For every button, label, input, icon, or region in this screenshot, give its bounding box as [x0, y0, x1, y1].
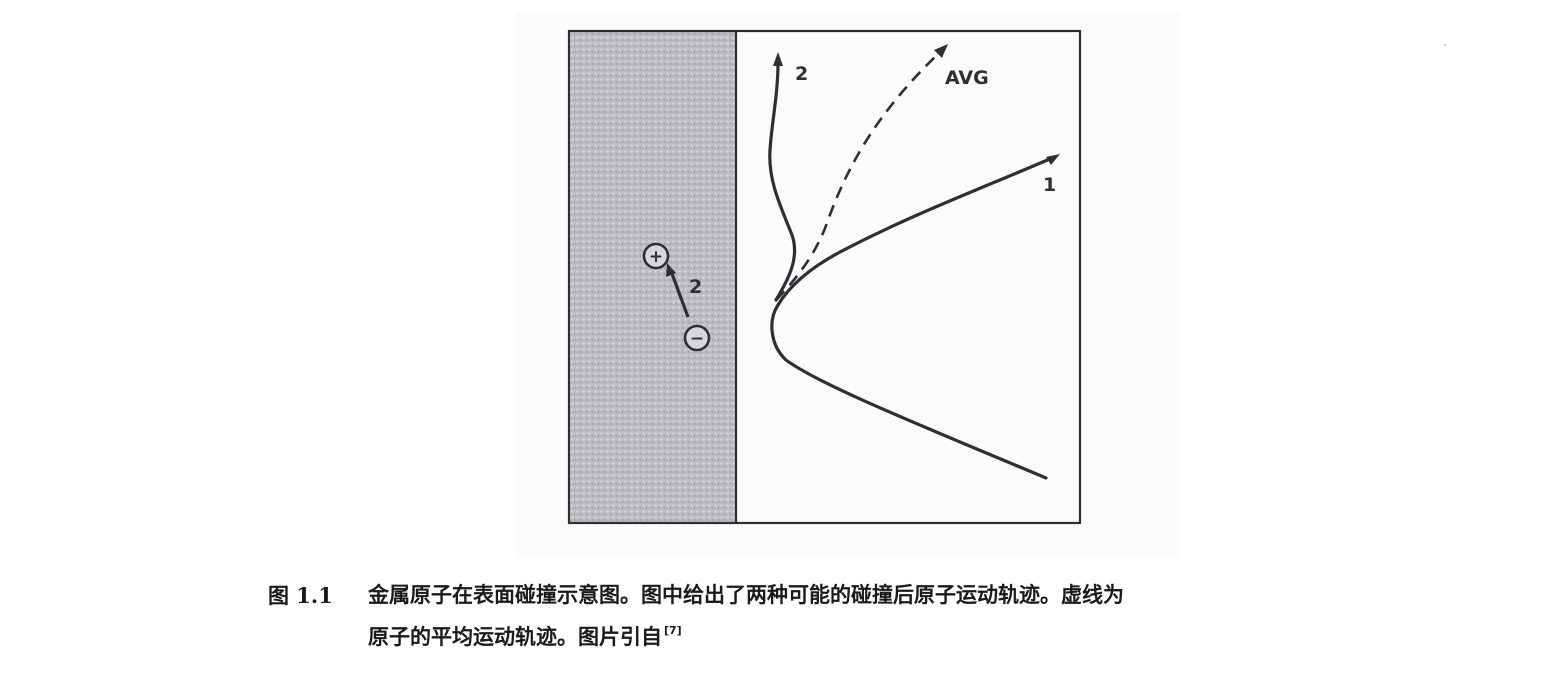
- dipole-axis: [669, 270, 690, 318]
- average-trajectory-arrowhead: [934, 44, 948, 58]
- trajectory-1-arrowhead: [1046, 154, 1060, 165]
- caption-text-line-1: 金属原子在表面碰撞示意图。图中给出了两种可能的碰撞后原子运动轨迹。虚线为: [368, 583, 1124, 607]
- incoming-trajectory: [770, 303, 1048, 480]
- trajectory-2-label: 2: [795, 63, 808, 85]
- positive-charge-symbol: +: [649, 247, 663, 267]
- average-trajectory: [775, 51, 941, 301]
- diagram-frame: [567, 29, 1082, 525]
- trajectory-1: [776, 156, 1054, 307]
- negative-charge-icon: [683, 324, 711, 352]
- positive-charge-icon: [642, 242, 670, 270]
- caption-text-line-2: 原子的平均运动轨迹。图片引自[7]: [368, 624, 682, 649]
- dipole-label: 2: [689, 276, 702, 298]
- image-dipole: + − 2: [642, 242, 711, 352]
- metal-surface: [569, 31, 736, 523]
- trajectory-2-arrowhead: [773, 52, 783, 66]
- average-trajectory-label: AVG: [945, 67, 989, 89]
- citation-reference: [7]: [664, 624, 682, 637]
- caption-number: 图 1.1: [268, 583, 333, 608]
- trajectory-2: [768, 60, 797, 302]
- negative-charge-symbol: −: [690, 329, 704, 349]
- scan-speck: [1444, 44, 1446, 46]
- dipole-arrowhead: [666, 263, 676, 277]
- trajectory-1-label: 1: [1043, 174, 1056, 196]
- caption-text-line-2-body: 原子的平均运动轨迹。图片引自: [368, 625, 662, 649]
